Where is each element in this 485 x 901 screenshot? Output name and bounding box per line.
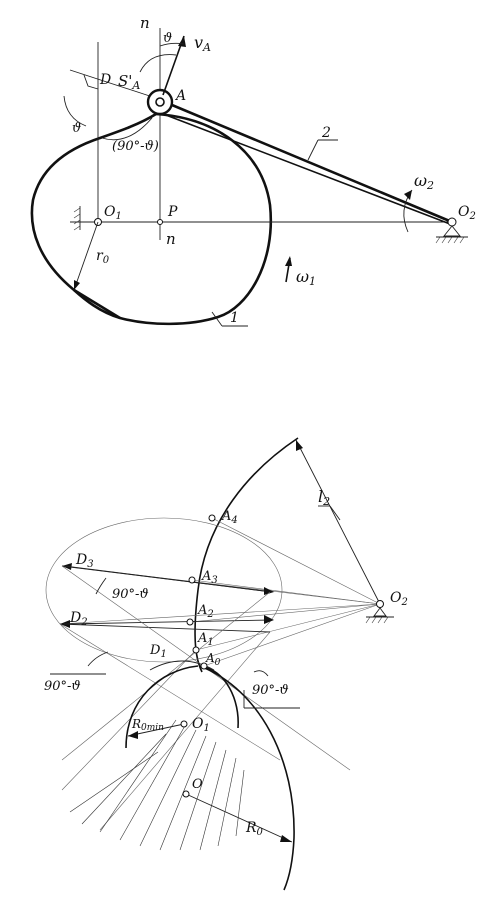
label-l2: l2: [318, 487, 330, 508]
point-p: [157, 219, 163, 225]
label-cam-1: 1: [230, 310, 239, 326]
radius-r0-bottom-arrowhead: [280, 835, 292, 842]
label-angle-90-left: 90°-ϑ: [44, 679, 81, 694]
label-o1-bottom: O1: [192, 716, 210, 734]
arrow-d2-line: [59, 623, 271, 633]
ray-o2-a4: [211, 517, 381, 605]
label-a0: A0: [205, 651, 221, 668]
label-d3: D3: [75, 552, 94, 570]
label-n-bottom: n: [166, 230, 176, 248]
arrow-a3-line: [63, 565, 273, 593]
radius-l2: [295, 439, 381, 605]
label-omega-2: ω2: [414, 171, 434, 192]
angle-arc-upper: [95, 577, 107, 595]
label-o2-top: O2: [458, 204, 476, 222]
label-theta-top: ϑ: [163, 31, 172, 46]
construction-line-5: [61, 649, 197, 791]
arrow-a2-line: [63, 619, 273, 625]
label-angle-90-upper: 90°-ϑ: [112, 587, 149, 602]
construction-line-2: [59, 623, 281, 761]
pivot-o2-bottom: [376, 600, 384, 608]
label-d-top: D: [99, 72, 111, 88]
arc-right-a0: [199, 665, 239, 729]
label-n-top: n: [140, 14, 150, 32]
cam-lower-flat: [73, 288, 121, 320]
o2-bottom-support: [373, 607, 387, 617]
ray-o2-a2: [189, 603, 381, 623]
point-a2: [186, 618, 194, 626]
radius-r0min-arrowhead: [128, 731, 138, 739]
link-2-lower: [157, 111, 451, 225]
theta-arc-left: [63, 95, 87, 127]
angle-90-arc: [101, 117, 153, 141]
angle-arc-left: [87, 651, 109, 667]
point-o1-bottom: [180, 720, 188, 728]
omega-2-arrowhead: [404, 190, 412, 200]
radius-r0-arrowhead: [74, 280, 80, 290]
link-2-leader: [307, 139, 319, 161]
arc-left-a0: [125, 665, 199, 749]
bottom-figure: [45, 437, 394, 891]
label-o2-bottom: O2: [390, 590, 408, 608]
label-p-point: P: [167, 204, 178, 220]
label-d2: D2: [69, 610, 88, 628]
angle-arc-right: [253, 670, 269, 677]
arc-small-a0: [149, 660, 215, 671]
label-a4: A4: [221, 509, 238, 526]
label-theta-left: ϑ: [72, 121, 81, 136]
velocity-va-arrowhead: [178, 36, 186, 47]
line-d-a: [69, 69, 163, 101]
label-a1: A1: [197, 631, 214, 648]
right-angle-mark: [83, 74, 99, 90]
label-r0-bottom: R0: [245, 820, 264, 838]
ray-o2-a3: [191, 579, 381, 605]
arc-l2: [194, 437, 299, 673]
radius-r0-bottom: [185, 793, 293, 843]
label-a2: A2: [197, 603, 214, 620]
construction-ellipse: [45, 517, 283, 663]
base-circle-r0: [199, 665, 295, 891]
label-o1-top: O1: [104, 204, 122, 222]
label-s-a-prime: S'A: [118, 72, 140, 92]
l2-leader: [329, 505, 341, 521]
top-figure: [30, 28, 468, 327]
label-o-center: O: [192, 777, 203, 792]
radius-r0-top: [73, 221, 99, 291]
label-r0min: R0min: [131, 717, 164, 733]
label-angle-90-right: 90°-ϑ: [252, 683, 289, 698]
arrow-a2-head: [264, 615, 274, 624]
label-omega-1: ω1: [296, 267, 316, 288]
label-link-2: 2: [321, 125, 331, 141]
point-a4: [208, 514, 216, 522]
radius-l2-arrowhead: [296, 440, 303, 451]
link-2-upper: [159, 98, 453, 224]
point-o-center: [182, 790, 190, 798]
label-a-point: A: [174, 88, 186, 104]
label-r0-top: r0: [96, 248, 110, 266]
label-d1: D1: [149, 643, 167, 660]
o2-support: [443, 225, 461, 237]
theta-arc-top: [159, 42, 185, 47]
point-a0: [200, 662, 208, 670]
ray-o2-d2: [59, 603, 381, 625]
ray-o2-a0: [203, 603, 381, 667]
label-v-a: vA: [194, 33, 211, 54]
ray-o2-a1: [195, 603, 381, 651]
roller-pin-a: [155, 97, 165, 107]
point-a1: [192, 646, 200, 654]
label-a3: A3: [201, 569, 218, 586]
hatched-region: [69, 719, 245, 851]
construction-line-4: [99, 631, 271, 831]
theta-arc-arrow: [139, 54, 177, 73]
arrow-a3-head: [264, 587, 274, 595]
omega-1-arrowhead: [285, 256, 292, 266]
pivot-o2-top: [447, 217, 457, 227]
point-a3: [188, 576, 196, 584]
cam-1-leader: [211, 311, 223, 327]
label-angle-90: (90°-ϑ): [112, 139, 159, 154]
